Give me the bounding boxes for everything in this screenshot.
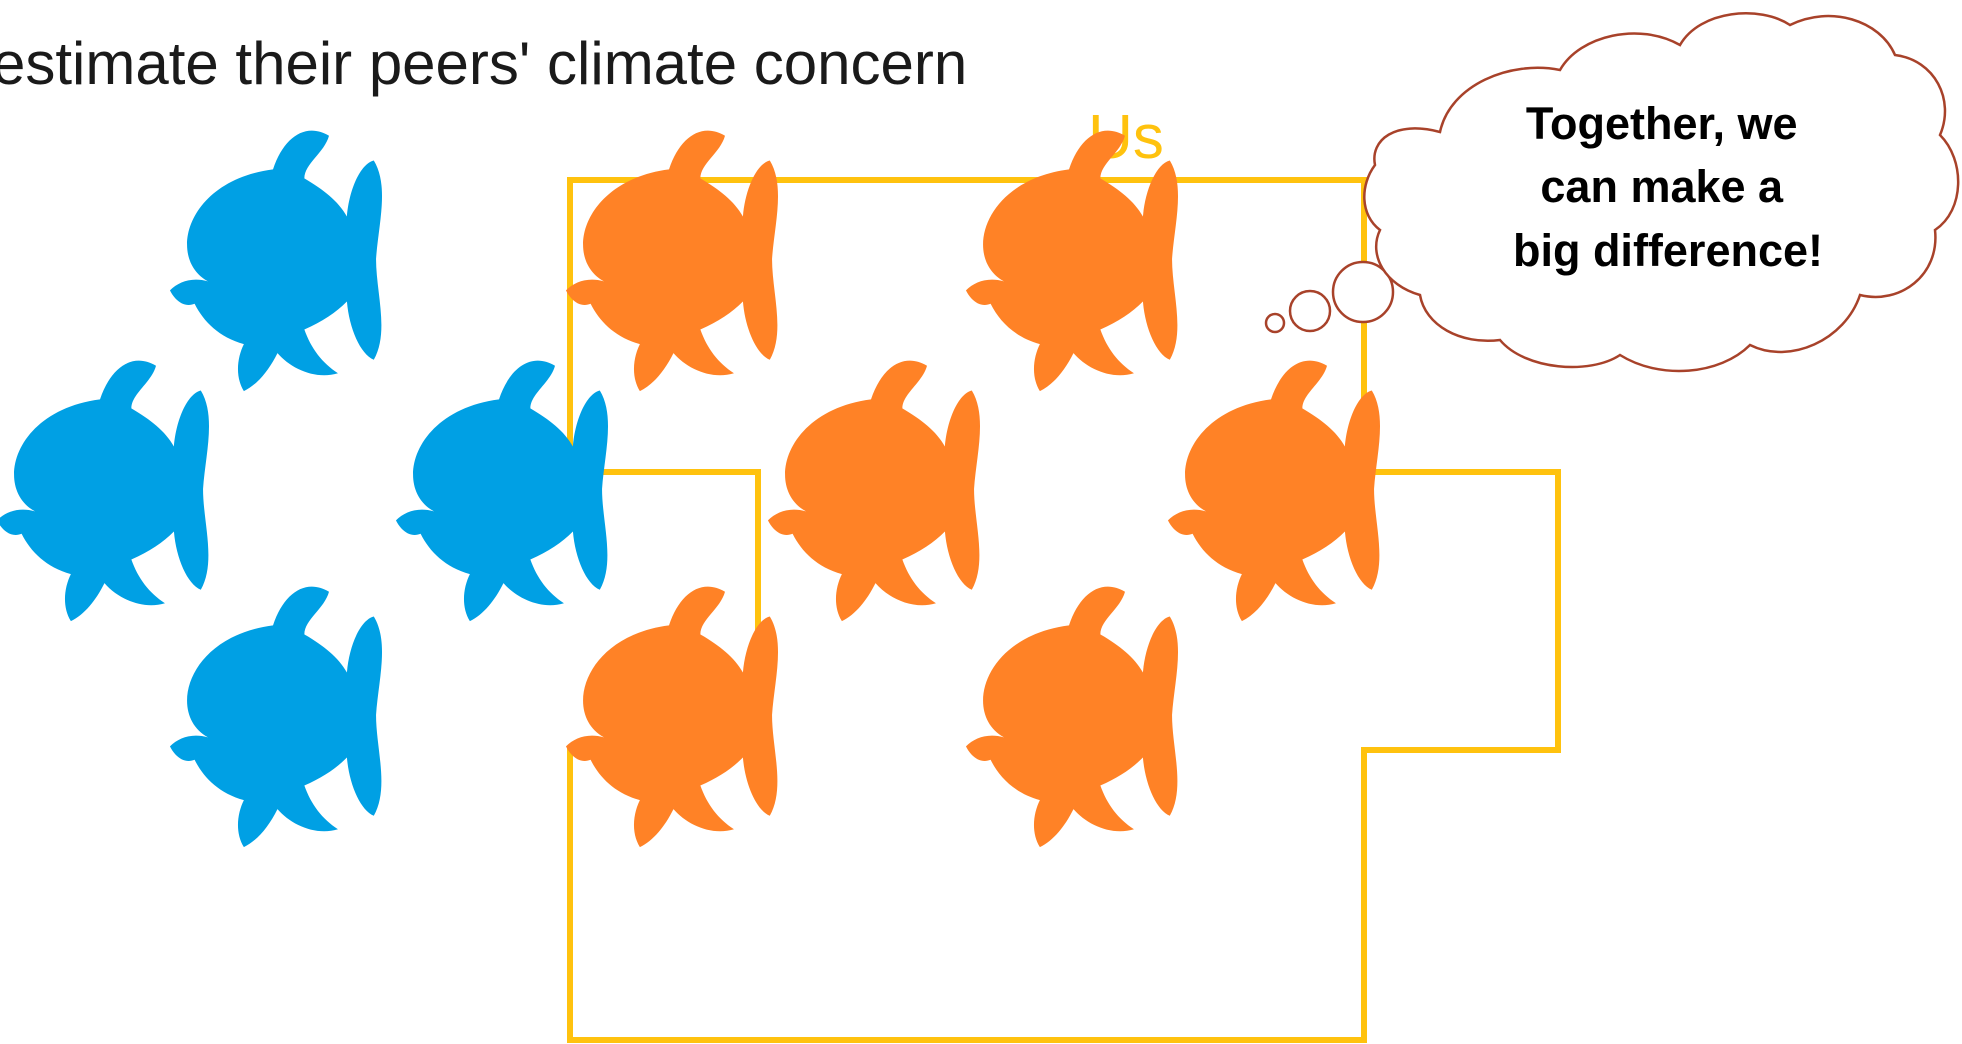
- outgroup-fish-2: [0, 360, 210, 622]
- thought-line-2: can make a: [1540, 161, 1784, 212]
- ingroup-fish-8: [1167, 360, 1381, 622]
- outgroup-fish-1: [169, 130, 383, 392]
- outgroup-fish-4: [169, 586, 383, 848]
- thought-text: Together, we can make a big difference!: [1513, 98, 1823, 276]
- ingroup-fish-9: [565, 586, 779, 848]
- thought-line-3: big difference!: [1513, 225, 1823, 276]
- ingroup-fish-10: [965, 586, 1179, 848]
- slide-title: estimate their peers' climate concern: [0, 30, 967, 97]
- ingroup-fish-5: [565, 130, 779, 392]
- thought-line-1: Together, we: [1526, 98, 1798, 149]
- ingroup-fish-7: [767, 360, 981, 622]
- thought-dot-medium: [1288, 289, 1332, 333]
- thought-dot-large: [1331, 260, 1395, 324]
- cloud-outline: [1363, 12, 1960, 373]
- thought-bubble: Together, we can make a big difference!: [1264, 12, 1960, 373]
- outgroup-fish-3: [395, 360, 609, 622]
- fish-school: [0, 130, 1381, 848]
- thought-dot-small: [1264, 312, 1286, 334]
